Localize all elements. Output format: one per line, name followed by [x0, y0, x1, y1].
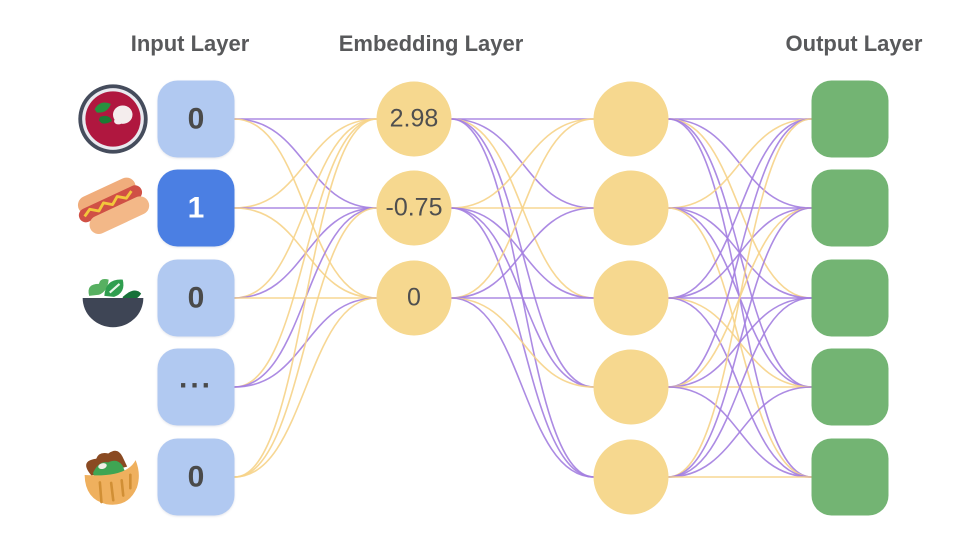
connection-edge — [234, 118, 378, 209]
connection-edge — [450, 297, 595, 478]
connection-edge — [450, 118, 595, 299]
connection-edge — [234, 297, 378, 478]
input-node-2-value: 1 — [187, 191, 205, 224]
connection-edge — [667, 118, 812, 299]
embedding-node-3: 0 — [376, 260, 452, 336]
connection-edge — [667, 118, 812, 478]
embedding-node-1-value: 2.98 — [389, 104, 439, 133]
hidden-node-1 — [593, 81, 669, 157]
output-node-3 — [811, 259, 889, 337]
embedding-node-3-value: 0 — [407, 283, 421, 312]
hotdog-icon — [74, 169, 152, 247]
connection-edge — [450, 207, 595, 299]
input-node-3: 0 — [157, 259, 235, 337]
input-node-1: 0 — [157, 80, 235, 158]
embedding-node-1: 2.98 — [376, 81, 452, 157]
input-node-4: ... — [157, 348, 235, 426]
embedding-layer-title: Embedding Layer — [338, 31, 524, 56]
output-node-1 — [811, 80, 889, 158]
input-node-5-value: 0 — [187, 460, 205, 493]
salad-bowl-icon — [74, 259, 152, 337]
connection-edge — [450, 118, 595, 209]
connection-edge — [234, 207, 378, 478]
hidden-node-4 — [593, 349, 669, 425]
output-node-5 — [811, 438, 889, 516]
hidden-node-5 — [593, 439, 669, 515]
stuffed-pita-icon — [74, 438, 152, 516]
input-node-3-value: 0 — [187, 281, 205, 314]
connection-edge — [667, 297, 812, 478]
hidden-node-2 — [593, 170, 669, 246]
connection-edge — [234, 118, 378, 299]
embedding-node-2-value: -0.75 — [385, 193, 443, 222]
output-node-2 — [811, 169, 889, 247]
embedding-node-2: -0.75 — [376, 170, 452, 246]
connection-edge — [667, 207, 812, 478]
connection-edge — [450, 297, 595, 388]
connection-edge — [234, 118, 378, 478]
input-node-5: 0 — [157, 438, 235, 516]
input-node-1-value: 0 — [187, 102, 205, 135]
connection-edge — [667, 118, 812, 209]
connection-edge — [234, 118, 378, 388]
output-node-4 — [811, 348, 889, 426]
input-node-4-value: ... — [178, 361, 213, 394]
connection-edge — [667, 386, 812, 478]
input-layer-title: Input Layer — [130, 31, 250, 56]
hidden-node-3 — [593, 260, 669, 336]
input-node-2: 1 — [157, 169, 235, 247]
borscht-soup-icon — [74, 80, 152, 158]
output-layer-title: Output Layer — [785, 31, 923, 56]
connection-edge — [667, 118, 812, 388]
